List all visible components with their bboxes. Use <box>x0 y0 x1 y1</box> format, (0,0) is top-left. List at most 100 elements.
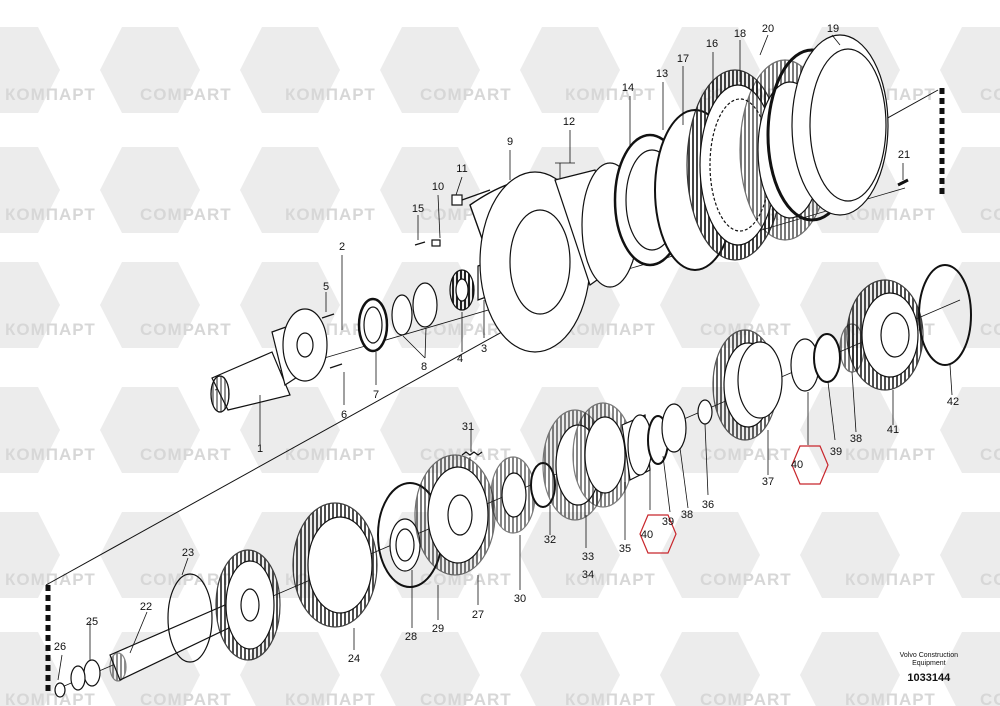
callout-36: 36 <box>702 499 714 511</box>
callout-26: 26 <box>54 641 66 653</box>
watermark-tile: COMPART <box>100 512 232 598</box>
callout-37: 37 <box>762 476 774 488</box>
watermark-text-latin: COMPART <box>980 690 1000 706</box>
watermark-tile: КОМПАРТ <box>240 387 375 473</box>
watermark-tile: КОМПАРТ <box>800 512 936 598</box>
watermark-tile: COMPART <box>940 147 1000 233</box>
watermark-logo-icon <box>380 147 480 233</box>
callout-16: 16 <box>706 38 718 50</box>
watermark-text-cyrillic: КОМПАРТ <box>565 85 656 104</box>
watermark-logo-icon <box>800 632 900 706</box>
watermark-logo-icon <box>800 387 900 473</box>
watermark-tile: КОМПАРТ <box>800 632 935 706</box>
watermark-text-latin: COMPART <box>420 320 512 339</box>
watermark-text-latin: COMPART <box>420 690 512 706</box>
callout-4: 4 <box>457 353 463 365</box>
watermark-logo-icon <box>660 512 760 598</box>
watermark-tile: КОМПАРТ <box>520 512 656 598</box>
callout-35: 35 <box>619 543 631 555</box>
callout-42: 42 <box>947 396 959 408</box>
watermark-text-cyrillic: КОМПАРТ <box>565 320 656 339</box>
drawing-id: 1033144 <box>907 672 951 684</box>
watermark-tile: COMPART <box>660 632 792 706</box>
watermark-tile: КОМПАРТ <box>0 512 96 598</box>
watermark-tile: COMPART <box>940 27 1000 113</box>
watermark-logo-icon <box>240 147 340 233</box>
callout-38-right: 38 <box>850 433 862 445</box>
watermark-logo-icon <box>0 512 60 598</box>
part-25-washer-a <box>83 659 101 687</box>
watermark-text-latin: COMPART <box>140 570 232 589</box>
callout-1: 1 <box>257 443 263 455</box>
callout-20: 20 <box>762 23 774 35</box>
part-39-seal-right <box>813 333 841 383</box>
callout-17: 17 <box>677 53 689 65</box>
watermark-tile: COMPART <box>660 512 791 598</box>
watermark-text-cyrillic: КОМПАРТ <box>845 205 936 224</box>
callout-38: 38 <box>681 509 693 521</box>
callout-22: 22 <box>140 601 152 613</box>
watermark-tile: COMPART <box>940 387 1000 473</box>
callout-39: 39 <box>662 516 674 528</box>
part-21-pin <box>897 178 909 187</box>
watermark-logo-icon <box>660 632 760 706</box>
watermark-text-cyrillic: КОМПАРТ <box>285 205 376 224</box>
callout-27: 27 <box>472 609 484 621</box>
watermark-text-latin: COMPART <box>140 445 232 464</box>
bolts <box>414 189 491 247</box>
watermark-text-cyrillic: КОМПАРТ <box>565 690 656 706</box>
callout-7: 7 <box>373 389 379 401</box>
callout-6: 6 <box>341 409 347 421</box>
watermark-text-cyrillic: КОМПАРТ <box>565 570 656 589</box>
watermark-logo-icon <box>940 632 1000 706</box>
watermark-logo-icon <box>380 27 480 113</box>
watermark-logo-icon <box>520 632 620 706</box>
callout-40-highlight: 40 <box>641 529 653 541</box>
watermark-text-cyrillic: КОМПАРТ <box>5 690 96 706</box>
part-27-gear <box>414 454 496 576</box>
part-30-bearing <box>490 456 536 534</box>
watermark-text-cyrillic: КОМПАРТ <box>5 205 96 224</box>
watermark-text-cyrillic: КОМПАРТ <box>5 570 96 589</box>
watermark-tile: COMPART <box>380 632 512 706</box>
watermark-text-latin: COMPART <box>140 85 232 104</box>
watermark-text-cyrillic: КОМПАРТ <box>285 690 376 706</box>
watermark-tile: COMPART <box>380 27 512 113</box>
lower-assembly <box>54 264 972 698</box>
watermark-text-cyrillic: КОМПАРТ <box>845 570 936 589</box>
watermark-logo-icon <box>100 27 200 113</box>
part-25-washer-b <box>70 665 86 691</box>
callout-34: 34 <box>582 569 594 581</box>
watermark-text-cyrillic: КОМПАРТ <box>5 320 96 339</box>
highlight-hexagons <box>639 445 829 554</box>
watermark-logo-icon <box>520 512 620 598</box>
callout-30: 30 <box>514 593 526 605</box>
watermark-text-latin: COMPART <box>980 445 1000 464</box>
callout-14: 14 <box>622 82 634 94</box>
drawing-caption: Volvo Construction Equipment 1033144 <box>900 652 958 684</box>
callout-18: 18 <box>734 28 746 40</box>
callout-19: 19 <box>827 23 839 35</box>
watermark-tile: КОМПАРТ <box>0 27 95 113</box>
watermark-tile: КОМПАРТ <box>0 632 96 706</box>
part-34-disc <box>572 402 634 508</box>
callout-10: 10 <box>432 181 444 193</box>
watermark-logo-icon <box>0 147 60 233</box>
part-36-ring <box>697 399 713 425</box>
watermark-logo-icon <box>100 387 200 473</box>
watermark-text-latin: COMPART <box>700 690 792 706</box>
callout-40: 40 <box>791 459 803 471</box>
callout-12: 12 <box>563 116 575 128</box>
part-9-carrier <box>469 171 601 353</box>
watermark-tile: COMPART <box>100 27 232 113</box>
watermark-text-cyrillic: КОМПАРТ <box>285 85 376 104</box>
part-1-shaft <box>210 308 328 413</box>
watermark-logo-icon <box>0 262 60 348</box>
part-37-drum <box>712 329 783 441</box>
watermark-text-latin: COMPART <box>420 85 512 104</box>
upper-assembly <box>210 34 909 413</box>
callout-13: 13 <box>656 68 668 80</box>
part-31-spring <box>461 451 483 456</box>
callout-5: 5 <box>323 281 329 293</box>
